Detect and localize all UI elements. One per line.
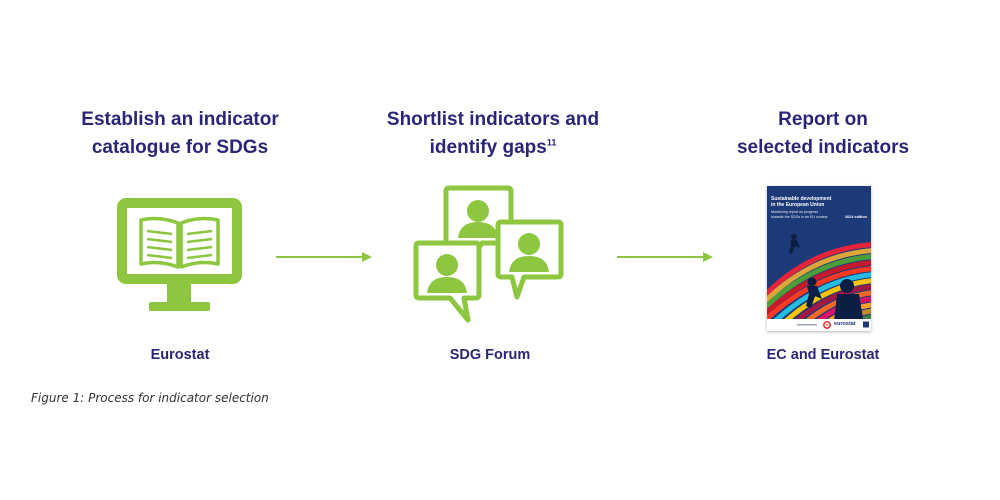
monitor-book-icon (117, 198, 242, 311)
step-3-actor: EC and Eurostat (766, 347, 880, 363)
figure-caption: Figure 1: Process for indicator selectio… (31, 391, 269, 405)
step-1-title-line-2: catalogue for SDGs (91, 137, 269, 158)
step-2-title-line-2: identify gaps11 (368, 134, 618, 162)
step-3-title-line-1: Report on (778, 109, 868, 130)
flow-arrow-2 (617, 252, 713, 262)
report-cover-title-line-1: Sustainable development (771, 196, 832, 202)
report-cover-title-line-2: in the European Union (771, 202, 825, 208)
report-cover-edition: 2024 edition (845, 215, 867, 219)
report-cover-artwork (767, 186, 871, 331)
flow-arrow-1 (276, 252, 372, 262)
step-1-actor: Eurostat (150, 347, 210, 363)
report-cover-subtitle-line-2: towards the SDGs in an EU context (771, 214, 828, 219)
step-1-title-line-1: Establish an indicator (81, 109, 279, 130)
step-3-title-line-2: selected indicators (736, 137, 910, 158)
footnote-marker[interactable]: 11 (546, 137, 557, 148)
step-2-title-line-2-text: identify gaps (429, 137, 547, 158)
step-2-title-line-1: Shortlist indicators and (386, 109, 600, 130)
step-2-title: Shortlist indicators and identify gaps11 (368, 106, 618, 162)
report-cover-image: Sustainable development in the European … (767, 186, 871, 331)
step-1-title: Establish an indicator catalogue for SDG… (60, 106, 300, 162)
step-3-title: Report on selected indicators (708, 106, 938, 162)
report-cover-title: Sustainable development in the European … (771, 196, 831, 208)
report-cover-subtitle: Monitoring report on progress towards th… (771, 210, 828, 219)
report-cover-subtitle-line-1: Monitoring report on progress (771, 210, 819, 214)
report-cover-publisher: eurostat (834, 321, 856, 327)
discussion-bubbles-icon (413, 185, 564, 323)
step-2-actor: SDG Forum (449, 347, 531, 363)
